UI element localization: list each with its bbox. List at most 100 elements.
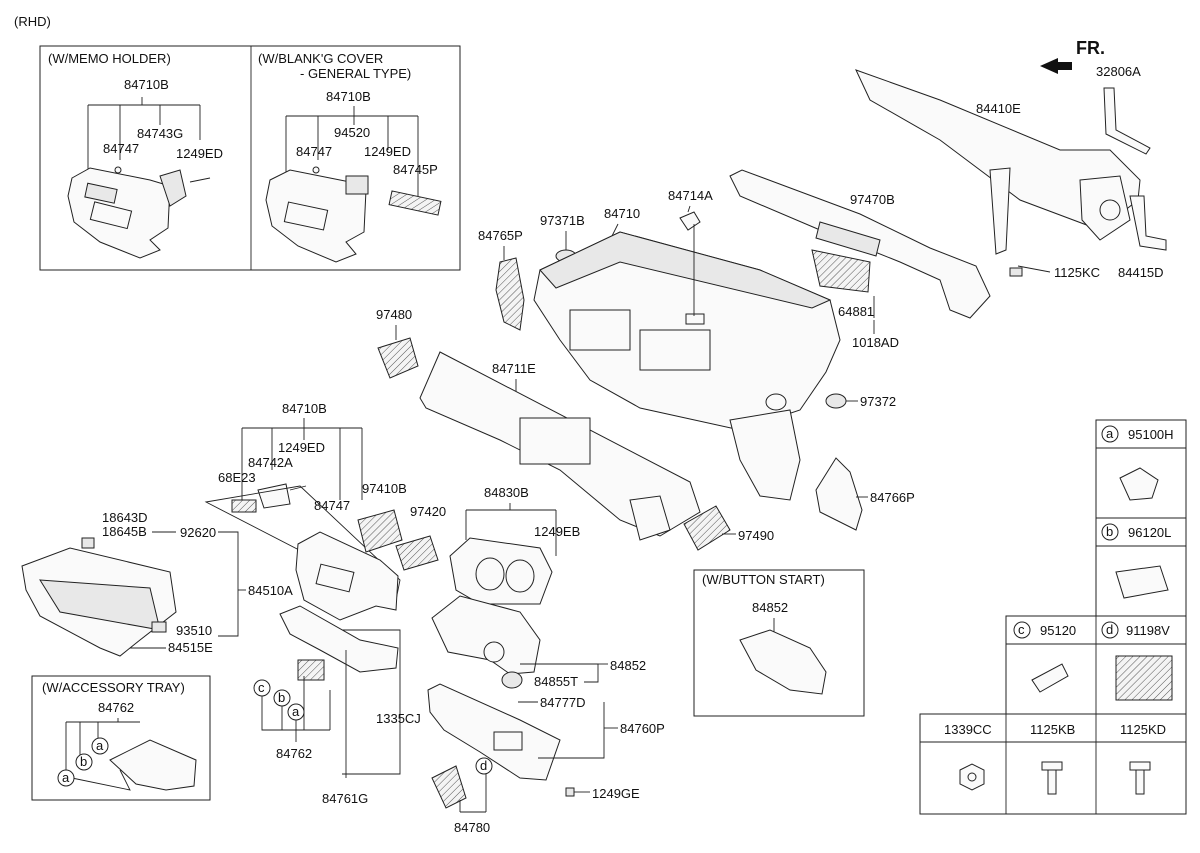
side-cover-84766P bbox=[815, 457, 863, 531]
part-18643D: 18643D bbox=[102, 510, 148, 525]
front-label: FR. bbox=[1076, 38, 1105, 58]
legend-table bbox=[919, 419, 1187, 815]
part-84745P: 84745P bbox=[393, 162, 438, 177]
part-92620: 92620 bbox=[180, 525, 216, 540]
legend-row-b: b 96120L bbox=[1101, 523, 1171, 599]
memo-holder-panel bbox=[67, 166, 211, 259]
part-84714A: 84714A bbox=[668, 188, 713, 203]
part-84415D: 84415D bbox=[1118, 265, 1164, 280]
inset-accessory-tray-frame bbox=[31, 675, 211, 801]
part-84852: 84852 bbox=[610, 658, 646, 673]
accessory-tray-84762 bbox=[109, 739, 197, 791]
cluster-housing-84830B bbox=[449, 537, 553, 605]
screw-icon bbox=[1129, 761, 1151, 771]
svg-text:a: a bbox=[1106, 426, 1114, 441]
part-94520: 94520 bbox=[334, 125, 370, 140]
clip-68E23 bbox=[231, 499, 257, 513]
callout-a-main: a bbox=[287, 703, 305, 721]
center-fascia-84711E bbox=[419, 351, 701, 541]
legend-hardware: 1339CC 1125KB 1125KD bbox=[944, 722, 1166, 795]
legend-part-1125KD: 1125KD bbox=[1120, 722, 1166, 737]
part-1249GE: 1249GE bbox=[592, 786, 640, 801]
callout-b-tray: b bbox=[75, 753, 93, 771]
lighter-icon bbox=[1031, 663, 1069, 693]
ring-84855T bbox=[501, 671, 523, 689]
jack-icon bbox=[1115, 565, 1169, 599]
part-84711E: 84711E bbox=[492, 361, 536, 376]
part-84710B-main: 84710B bbox=[282, 401, 327, 416]
callout-a-tray-1: a bbox=[91, 737, 109, 755]
cowl-cross-bar bbox=[855, 69, 1151, 255]
legend-part-96120L: 96120L bbox=[1128, 525, 1171, 540]
part-32806A: 32806A bbox=[1096, 64, 1141, 79]
part-18645B: 18645B bbox=[102, 524, 147, 539]
shroud-button-start bbox=[739, 629, 827, 695]
part-68E23: 68E23 bbox=[218, 470, 256, 485]
svg-text:d: d bbox=[480, 758, 487, 773]
part-84410E: 84410E bbox=[976, 101, 1021, 116]
legend-part-91198V: 91198V bbox=[1126, 623, 1170, 638]
svg-text:b: b bbox=[80, 754, 87, 769]
part-84710B-memo: 84710B bbox=[124, 77, 169, 92]
lower-bracket-84761G bbox=[279, 605, 399, 681]
part-84762-main: 84762 bbox=[276, 746, 312, 761]
bolt-1125KC bbox=[1009, 267, 1023, 277]
inset-blanking-cover-title-1: (W/BLANK'G COVER bbox=[258, 51, 383, 66]
part-1249ED-blank: 1249ED bbox=[364, 144, 411, 159]
callout-b-main: b bbox=[273, 689, 291, 707]
legend-part-95100H: 95100H bbox=[1128, 427, 1174, 442]
part-97371B: 97371B bbox=[540, 213, 585, 228]
svg-text:c: c bbox=[1018, 622, 1025, 637]
part-84765P: 84765P bbox=[478, 228, 523, 243]
part-93510: 93510 bbox=[176, 623, 212, 638]
part-1249ED-main: 1249ED bbox=[278, 440, 325, 455]
switch-93510 bbox=[151, 621, 167, 633]
lower-panel-84760P bbox=[427, 683, 561, 781]
part-97410B: 97410B bbox=[362, 481, 407, 496]
side-cover-84765P bbox=[495, 257, 525, 331]
part-1249ED-memo: 1249ED bbox=[176, 146, 223, 161]
glove-box-84510A bbox=[21, 537, 177, 657]
vent-97420 bbox=[395, 535, 439, 571]
part-84852-start: 84852 bbox=[752, 600, 788, 615]
part-84761G: 84761G bbox=[322, 791, 368, 806]
garnish-panel-84510A bbox=[295, 531, 399, 621]
part-1335CJ: 1335CJ bbox=[376, 711, 421, 726]
part-1125KC: 1125KC bbox=[1054, 265, 1100, 280]
part-84515E: 84515E bbox=[168, 640, 213, 655]
part-97480: 97480 bbox=[376, 307, 412, 322]
part-97372: 97372 bbox=[860, 394, 896, 409]
inset-options-frame bbox=[39, 45, 461, 271]
part-84766P: 84766P bbox=[870, 490, 915, 505]
part-84747-blank: 84747 bbox=[296, 144, 332, 159]
inset-button-start-title: (W/BUTTON START) bbox=[702, 572, 825, 587]
legend-row-c: c 95120 bbox=[1013, 621, 1076, 693]
callout-c-main: c bbox=[253, 679, 271, 697]
cover-84780 bbox=[431, 765, 467, 809]
leader-84710B-blank bbox=[285, 106, 419, 200]
vent-97410B bbox=[357, 509, 403, 553]
legend-part-1339CC: 1339CC bbox=[944, 722, 992, 737]
brace-84415D bbox=[1129, 195, 1167, 251]
inset-accessory-tray-title: (W/ACCESSORY TRAY) bbox=[42, 680, 185, 695]
part-84777D: 84777D bbox=[540, 695, 586, 710]
part-84742A: 84742A bbox=[248, 455, 293, 470]
vent-97480 bbox=[377, 337, 419, 379]
bracket-64881 bbox=[811, 249, 871, 293]
blanking-cover-panel bbox=[265, 166, 442, 263]
leader-84710B-memo bbox=[87, 97, 201, 180]
part-84747-memo: 84747 bbox=[103, 141, 139, 156]
duct-97470B bbox=[729, 169, 991, 319]
crash-pad-main bbox=[533, 224, 841, 501]
bracket-84742A bbox=[257, 483, 291, 509]
inset-button-start-frame bbox=[693, 569, 865, 717]
svg-text:c: c bbox=[258, 680, 265, 695]
svg-text:a: a bbox=[96, 738, 104, 753]
column-shroud-84852 bbox=[431, 595, 541, 675]
inset-blanking-cover-title-2: - GENERAL TYPE) bbox=[300, 66, 411, 81]
svg-text:a: a bbox=[292, 704, 300, 719]
legend-row-d: d 91198V bbox=[1101, 621, 1173, 701]
fuse-label-icon bbox=[1115, 655, 1173, 701]
part-84780: 84780 bbox=[454, 820, 490, 835]
